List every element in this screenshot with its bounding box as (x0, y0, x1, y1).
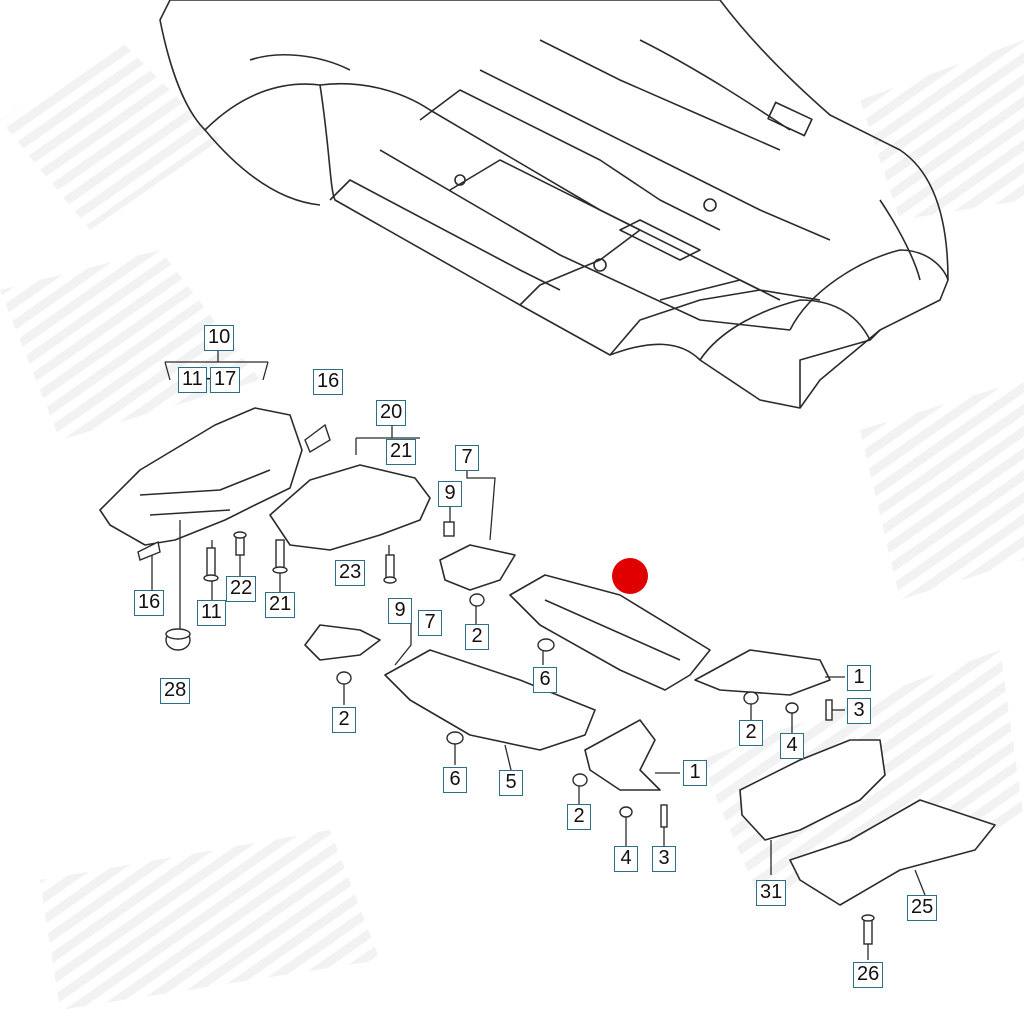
bolt-23-icon (383, 554, 397, 584)
callout-7-lower: 7 (418, 610, 442, 636)
callout-11: 11 (178, 367, 207, 393)
mid-bracket-1-part (584, 719, 661, 791)
rear-bracket-1-part (694, 649, 831, 696)
callout-21-lower: 21 (265, 592, 296, 618)
bolt-21-icon (272, 539, 288, 574)
left-side-undertray-part (384, 649, 596, 751)
callout-16-top: 16 (313, 369, 344, 395)
nut-2c-icon (743, 691, 759, 705)
callout-17: 17 (210, 367, 241, 393)
callout-2-right: 2 (739, 720, 763, 746)
callout-2-mid: 2 (567, 804, 591, 830)
callout-22: 22 (226, 576, 257, 602)
callout-3-right: 3 (847, 698, 871, 724)
callout-23: 23 (335, 560, 366, 586)
callout-6-lower: 6 (443, 767, 467, 793)
callout-dash: - (204, 367, 213, 393)
center-front-panel-part (269, 464, 431, 551)
callout-4-mid: 4 (614, 846, 638, 872)
rear-undertray-25-part (789, 799, 996, 906)
callout-16-left: 16 (134, 590, 165, 616)
callout-1-mid: 1 (683, 760, 707, 786)
nut-6b-icon (537, 638, 555, 652)
callout-28: 28 (160, 678, 191, 704)
highlight-marker (612, 558, 648, 594)
bolt-11-icon (203, 547, 219, 582)
clip-16b-icon (137, 540, 161, 561)
bracket-left-part (304, 624, 381, 661)
callout-5: 5 (499, 770, 523, 796)
washer-4-icon (785, 702, 799, 714)
nut-2b-icon (336, 671, 352, 685)
screw-3b-icon (660, 804, 668, 828)
callout-21-top: 21 (386, 439, 417, 465)
rear-shield-31-part (739, 739, 886, 841)
callout-2-left: 2 (332, 707, 356, 733)
screw-3-icon (825, 699, 833, 721)
callout-25: 25 (907, 895, 938, 921)
nut-6-icon (446, 731, 464, 745)
part-shapes (99, 407, 996, 906)
front-undertray-part (99, 407, 303, 546)
callout-2-upper: 2 (465, 624, 489, 650)
washer-4b-icon (619, 806, 633, 818)
grommet-28-icon (165, 628, 191, 651)
callout-6-center: 6 (533, 667, 557, 693)
callout-11-lower: 11 (197, 600, 226, 626)
clip-16-icon (304, 423, 331, 454)
callout-31: 31 (756, 880, 787, 906)
car-underbody-drawing (159, 0, 949, 409)
fasteners (137, 423, 875, 945)
callout-7-upper: 7 (455, 445, 479, 471)
callout-1-right: 1 (847, 665, 871, 691)
callout-10: 10 (204, 325, 235, 351)
callout-9-upper: 9 (438, 481, 462, 507)
bracket-7-upper-part (439, 544, 516, 591)
nut-2-icon (469, 593, 485, 607)
callout-4-right: 4 (780, 733, 804, 759)
bolt-22-icon (233, 531, 247, 556)
callout-3-mid: 3 (652, 846, 676, 872)
center-undertray-highlighted-part (509, 574, 711, 691)
clip-9-icon (443, 521, 455, 537)
callout-26: 26 (853, 962, 884, 988)
bolt-26-icon (861, 914, 875, 945)
callout-20: 20 (376, 400, 407, 426)
nut-2d-icon (572, 773, 588, 787)
callout-9-lower: 9 (388, 598, 412, 624)
